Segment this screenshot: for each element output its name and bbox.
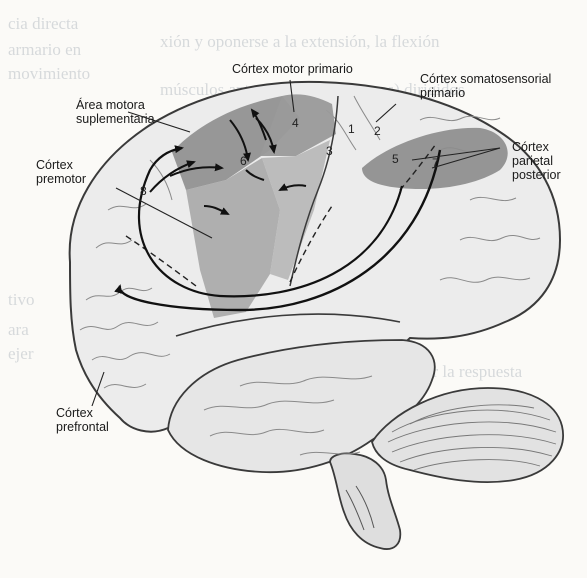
label-premotor-cortex-line2: premotor [36, 172, 86, 186]
label-posterior-parietal-cortex-line1: Córtex [512, 140, 549, 154]
area-number-6: 6 [240, 154, 247, 168]
label-supplementary-motor-area-line1: Área motora [76, 98, 145, 112]
label-premotor-cortex-line1: Córtex [36, 158, 73, 172]
label-prefrontal-cortex-line1: Córtex [56, 406, 93, 420]
area-number-2: 2 [374, 124, 381, 138]
label-supplementary-motor-area-line2: suplementaria [76, 112, 155, 126]
area-number-3: 3 [326, 144, 333, 158]
label-somatosensory-cortex-line2: primario [420, 86, 465, 100]
area-number-7: 7 [432, 156, 439, 170]
area-number-5: 5 [392, 152, 399, 166]
label-somatosensory-cortex-line1: Córtex somatosensorial [420, 72, 551, 86]
brainstem [330, 453, 400, 549]
label-posterior-parietal-cortex-line2: parietal [512, 154, 553, 168]
area-number-4: 4 [292, 116, 299, 130]
label-primary-motor-cortex: Córtex motor primario [232, 62, 353, 76]
label-prefrontal-cortex-line2: prefrontal [56, 420, 109, 434]
area-number-8: 8 [140, 184, 147, 198]
area-number-1: 1 [348, 122, 355, 136]
label-posterior-parietal-cortex-line3: posterior [512, 168, 561, 182]
